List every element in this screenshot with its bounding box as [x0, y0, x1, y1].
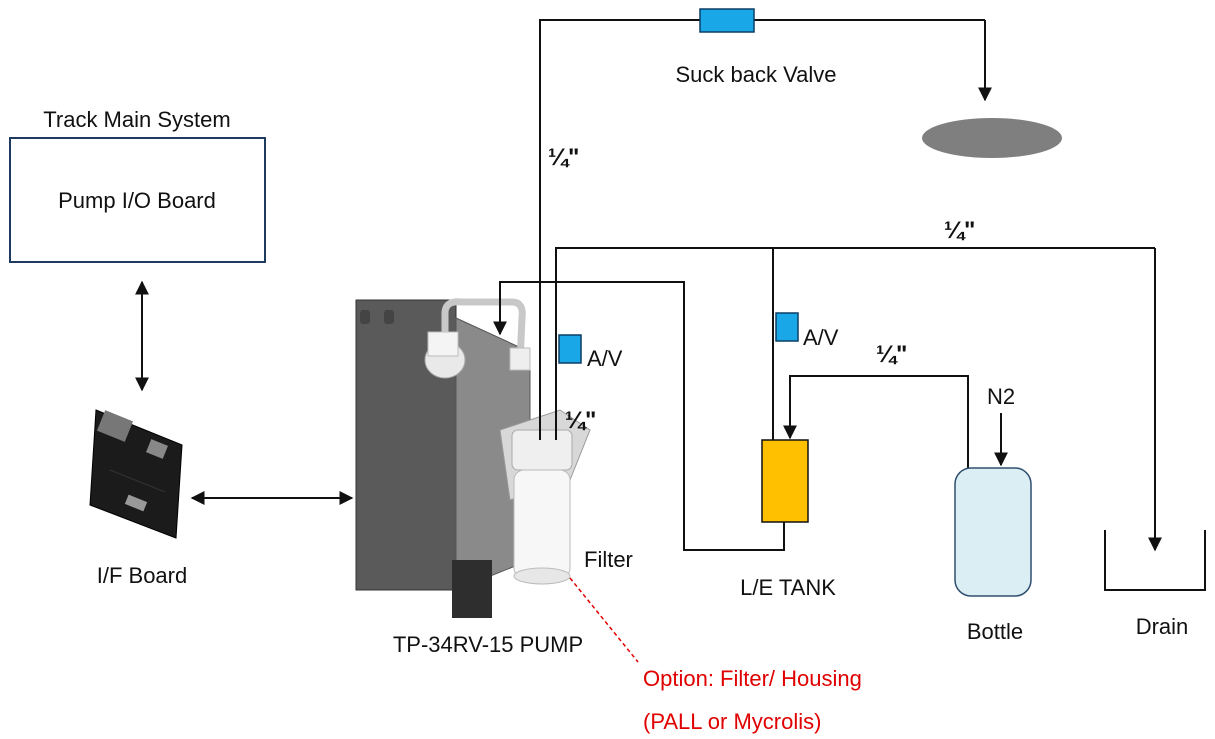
suck-back-valve [699, 8, 755, 33]
dispense-nozzle-wafer [922, 118, 1062, 158]
if-board-image [89, 409, 183, 539]
bottle [954, 467, 1032, 597]
supply-line [539, 19, 985, 440]
air-valve-left-label: A/V [587, 346, 623, 371]
drain-line-size: ¼" [944, 217, 975, 244]
le-tank [761, 439, 809, 523]
pump-io-board-label: Pump I/O Board [58, 188, 216, 213]
tank-to-pump-line [493, 281, 785, 551]
pump-image [355, 298, 591, 618]
le-tank-label: L/E TANK [740, 575, 836, 600]
if-board-label: I/F Board [97, 563, 187, 588]
pump-label: TP-34RV-15 PUMP [393, 632, 583, 657]
track-main-system-label: Track Main System [43, 107, 230, 132]
pump-line-size: ¼" [565, 407, 596, 434]
pump-io-board-box [9, 137, 266, 263]
option-vendor-text: (PALL or Mycrolis) [643, 709, 821, 734]
bottle-label: Bottle [967, 619, 1023, 644]
bottle-feed-line-size: ¼" [876, 341, 907, 368]
air-valve-right-label: A/V [803, 325, 839, 350]
air-valve-left [558, 334, 582, 364]
drain-label: Drain [1136, 614, 1189, 639]
n2-label: N2 [987, 384, 1015, 409]
option-filter-housing-text: Option: Filter/ Housing [643, 666, 862, 691]
filter-label: Filter [584, 547, 633, 572]
bottle-feed-line [783, 375, 969, 468]
suck-back-valve-label: Suck back Valve [675, 62, 836, 87]
air-valve-right [775, 312, 799, 342]
drain-line [555, 247, 1155, 440]
drain-receptacle [1104, 530, 1206, 591]
supply-line-size: ¼" [548, 144, 579, 171]
